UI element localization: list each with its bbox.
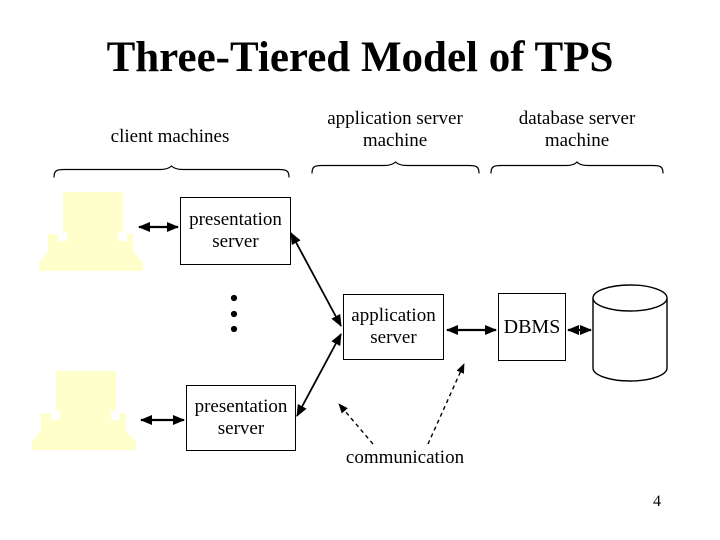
communication-annotation: communication <box>345 447 465 468</box>
node-dbms-label: DBMS <box>503 316 561 338</box>
tier-label-client-machines: client machines <box>110 126 230 147</box>
node-presentation-server-top: presentation server <box>180 197 291 265</box>
tier-label-application-server-machine: application server machine <box>327 108 463 151</box>
node-dbms: DBMS <box>498 293 566 361</box>
page-number: 4 <box>653 493 661 510</box>
presentation2-application-link-arrow <box>296 333 342 417</box>
database-cylinder-icon <box>592 284 668 382</box>
tier-label-database-server-machine: database server machine <box>518 108 636 151</box>
client-computer-icon-bottom <box>32 371 136 450</box>
node-application-server-label: application server <box>351 305 436 348</box>
client-machines-brace <box>53 165 290 178</box>
presentation1-application-link-arrow <box>290 232 342 327</box>
node-presentation-server-bottom: presentation server <box>186 385 296 451</box>
application-machine-brace <box>311 161 480 174</box>
communication-pointer-right-dashed-arrow <box>427 363 465 445</box>
node-presentation-server-top-label: presentation server <box>189 209 282 252</box>
communication-pointer-left-dashed-arrow <box>338 403 374 445</box>
node-application-server: application server <box>343 294 444 360</box>
database-machine-brace <box>490 161 664 174</box>
slide-title: Three-Tiered Model of TPS <box>106 34 614 81</box>
client-computer-icon-top <box>39 192 143 271</box>
ellipsis-dots-icon <box>230 294 238 333</box>
node-presentation-server-bottom-label: presentation server <box>194 396 288 439</box>
